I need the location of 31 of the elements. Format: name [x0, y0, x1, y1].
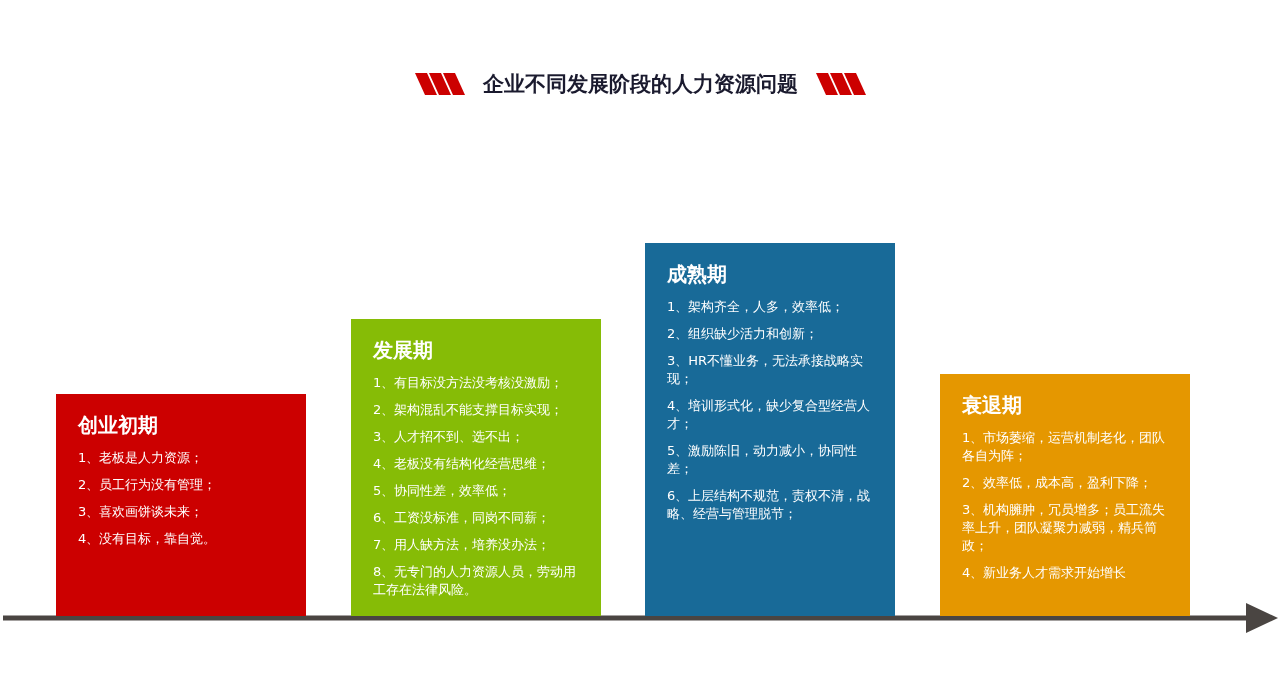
stage-card — [56, 394, 306, 616]
problem-item: 1、老板是人力资源； — [78, 449, 205, 467]
problem-item: 6、上层结构不规范，责权不清，战略、经营与管理脱节； — [667, 487, 872, 523]
problem-item: 4、培训形式化，缺少复合型经营人才； — [667, 397, 872, 433]
problem-item: 5、激励陈旧，动力减小，协同性差； — [667, 442, 859, 478]
stage-card — [645, 243, 895, 616]
stage-card — [940, 374, 1190, 616]
problem-item: 2、效率低，成本高，盈利下降； — [962, 474, 1154, 492]
problem-item: 5、协同性差，效率低； — [373, 482, 513, 500]
problem-item: 4、没有目标，靠自觉。 — [78, 530, 218, 548]
problem-item: 8、无专门的人力资源人员，劳动用工存在法律风险。 — [373, 563, 578, 599]
problem-item: 3、喜欢画饼谈未来； — [78, 503, 205, 521]
stage-heading: 成熟期 — [667, 261, 728, 288]
problem-item: 3、人才招不到、选不出； — [373, 428, 526, 446]
diagram-title: 企业不同发展阶段的人力资源问题 — [482, 71, 798, 98]
stage-heading: 创业初期 — [78, 412, 159, 439]
stage-heading: 衰退期 — [962, 392, 1023, 419]
problem-item: 6、工资没标准，同岗不同薪； — [373, 509, 552, 527]
problem-item: 1、有目标没方法没考核没激励； — [373, 374, 565, 392]
problem-item: 1、架构齐全，人多，效率低； — [667, 298, 846, 316]
problem-item: 1、市场萎缩，运营机制老化，团队各自为阵； — [962, 429, 1167, 465]
problem-item: 3、HR不懂业务，无法承接战略实现； — [667, 352, 865, 388]
problem-item: 2、架构混乱不能支撑目标实现； — [373, 401, 565, 419]
problem-item: 4、老板没有结构化经营思维； — [373, 455, 552, 473]
problem-item: 4、新业务人才需求开始增长 — [962, 564, 1128, 582]
stage-card — [351, 319, 601, 616]
stage-heading: 发展期 — [373, 337, 434, 364]
problem-item: 2、组织缺少活力和创新； — [667, 325, 820, 343]
problem-item: 7、用人缺方法，培养没办法； — [373, 536, 552, 554]
problem-item: 2、员工行为没有管理； — [78, 476, 218, 494]
problem-item: 3、机构臃肿，冗员增多；员工流失率上升，团队凝聚力减弱，精兵简政； — [962, 501, 1167, 555]
